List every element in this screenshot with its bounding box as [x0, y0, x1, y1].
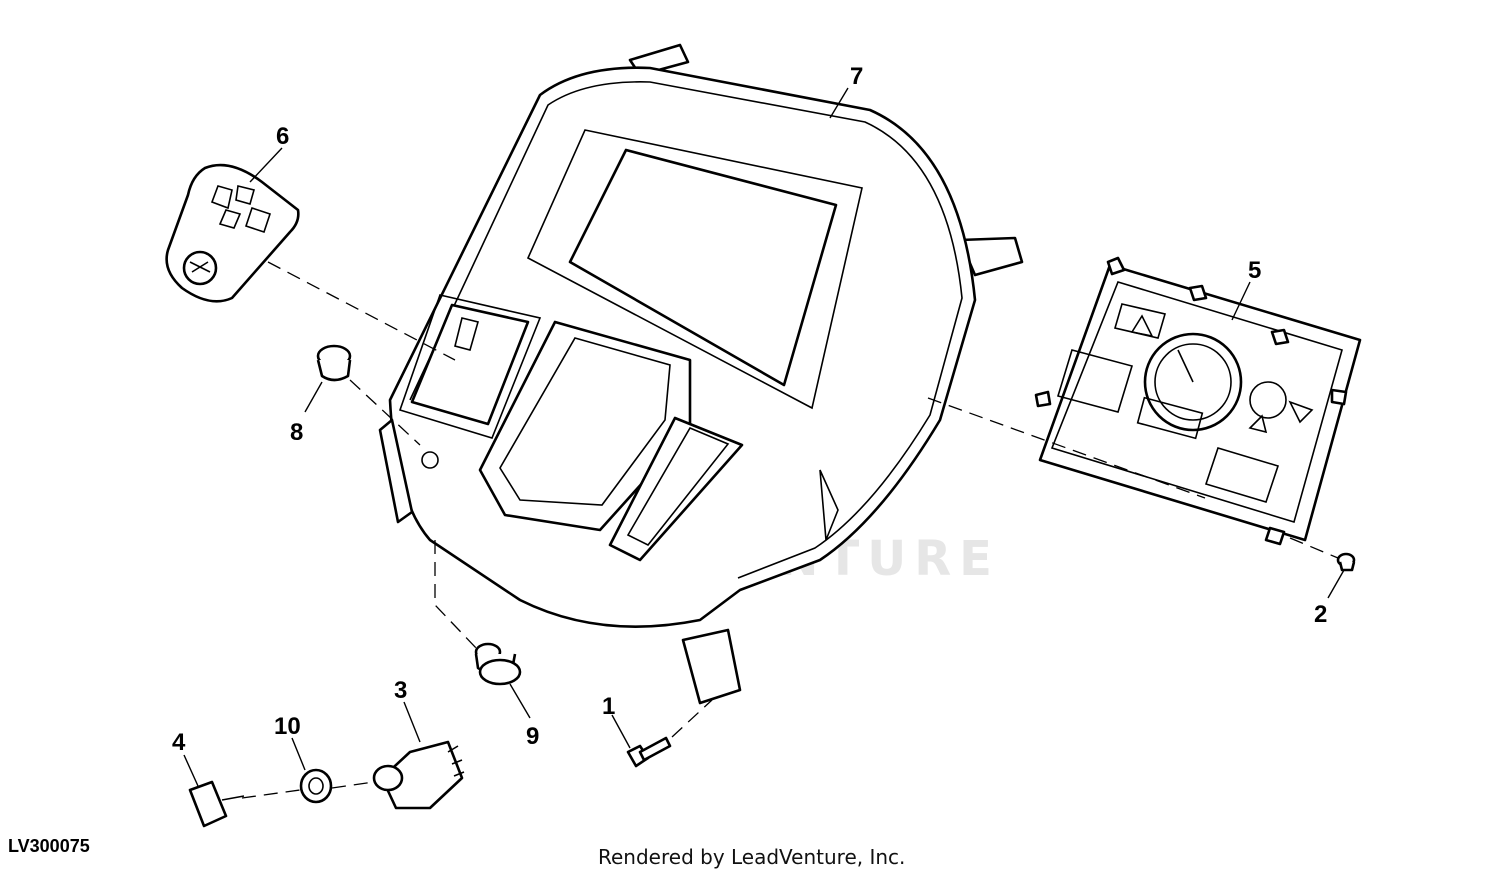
credit-text: Rendered by LeadVenture, Inc.	[598, 845, 905, 869]
assembly-lines	[241, 261, 1339, 799]
ignition-switch[interactable]	[372, 740, 465, 810]
callout-1: 1	[602, 693, 615, 720]
callouts: 1 2 3 4 5 6 7 8 9 10	[172, 63, 1327, 756]
instrument-cluster[interactable]	[1034, 256, 1362, 546]
callout-3: 3	[394, 677, 407, 704]
dash-panel-housing[interactable]	[378, 43, 1024, 705]
screw[interactable]	[1336, 552, 1356, 572]
figure-id: LV300075	[8, 836, 90, 856]
leader-lines	[183, 87, 1345, 787]
callout-2: 2	[1314, 601, 1327, 628]
callout-5: 5	[1248, 257, 1261, 284]
switch-module[interactable]	[165, 163, 300, 303]
nut[interactable]	[299, 768, 333, 804]
key[interactable]	[188, 780, 245, 828]
callout-10: 10	[274, 713, 301, 740]
callout-9: 9	[526, 723, 539, 750]
callout-6: 6	[276, 123, 289, 150]
plug[interactable]	[316, 344, 352, 382]
callout-8: 8	[290, 419, 303, 446]
callout-4: 4	[172, 729, 186, 756]
connector[interactable]	[474, 642, 522, 686]
callout-7: 7	[850, 63, 863, 90]
bolt[interactable]	[626, 736, 672, 768]
